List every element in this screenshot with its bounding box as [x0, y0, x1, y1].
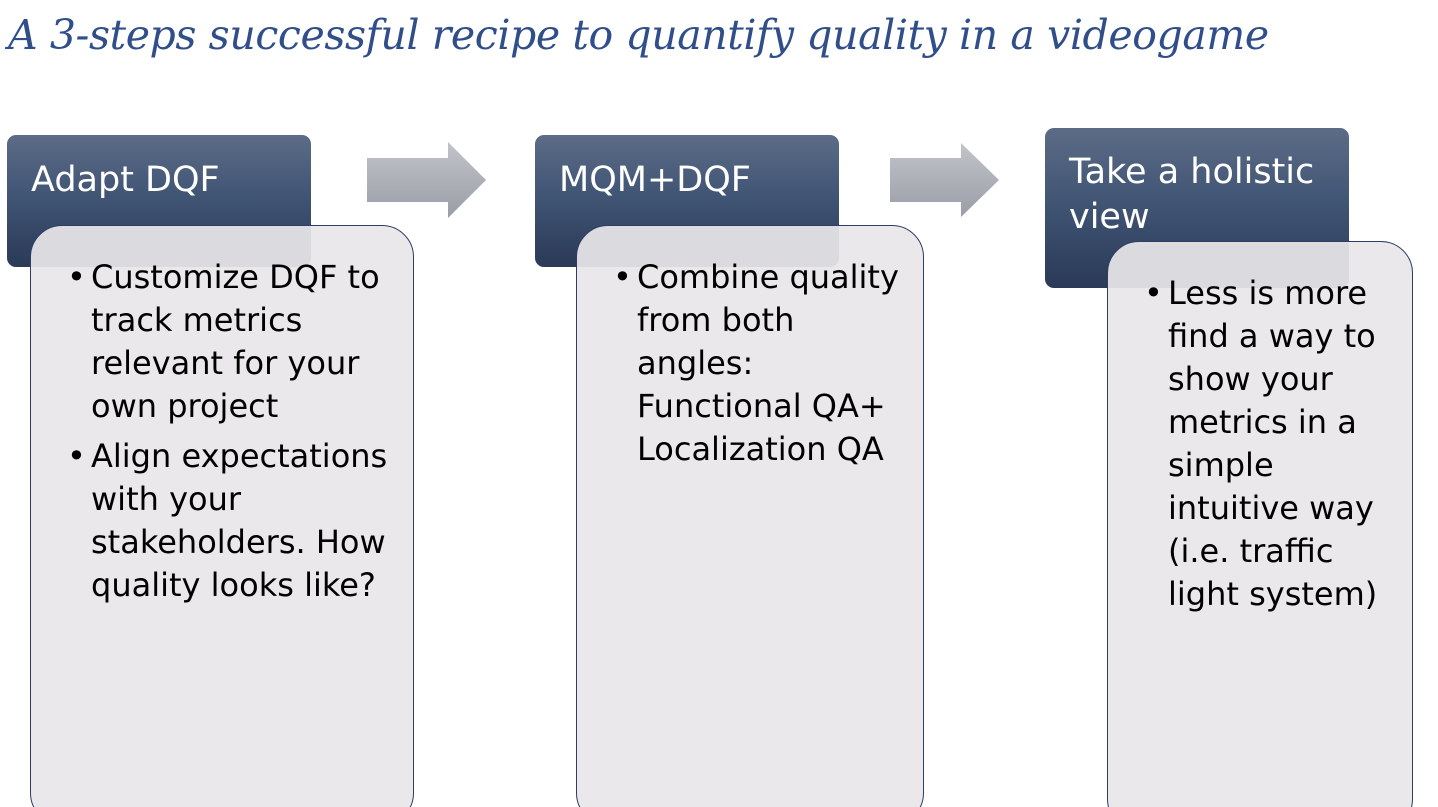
step-1-card: • Customize DQF to track metrics relevan…	[30, 225, 414, 807]
step-3-bullet-1: • Less is more find a way to show your m…	[1108, 272, 1392, 616]
step-1-bullet-list: • Customize DQF to track metrics relevan…	[31, 256, 393, 607]
step-3-bullet-1-text: Less is more find a way to show your met…	[1168, 274, 1378, 613]
bullet-icon: •	[67, 258, 86, 296]
step-2-bullet-1-text: Combine quality from both angles: Functi…	[637, 258, 899, 468]
step-3-card: • Less is more find a way to show your m…	[1107, 241, 1413, 807]
step-2-bullet-1: • Combine quality from both angles: Func…	[577, 256, 903, 471]
step-1-bullet-2-text: Align expectations with your stakeholder…	[91, 437, 388, 604]
step-3-header-label: Take a holistic view	[1069, 152, 1315, 237]
step-1-header-label: Adapt DQF	[31, 160, 220, 200]
bullet-icon: •	[613, 258, 632, 296]
bullet-icon: •	[67, 437, 86, 475]
bullet-icon: •	[1144, 274, 1163, 312]
step-1-bullet-2: • Align expectations with your stakehold…	[31, 435, 393, 607]
slide-title: A 3-steps successful recipe to quantify …	[8, 11, 1269, 59]
step-2-bullet-list: • Combine quality from both angles: Func…	[577, 256, 903, 471]
right-arrow-icon	[890, 143, 999, 217]
step-1-bullet-1: • Customize DQF to track metrics relevan…	[31, 256, 393, 428]
step-3-bullet-list: • Less is more find a way to show your m…	[1108, 272, 1392, 616]
step-1-bullet-1-text: Customize DQF to track metrics relevant …	[91, 258, 380, 425]
step-2-header-label: MQM+DQF	[559, 160, 751, 200]
step-2-card: • Combine quality from both angles: Func…	[576, 225, 924, 807]
right-arrow-icon	[367, 142, 486, 218]
